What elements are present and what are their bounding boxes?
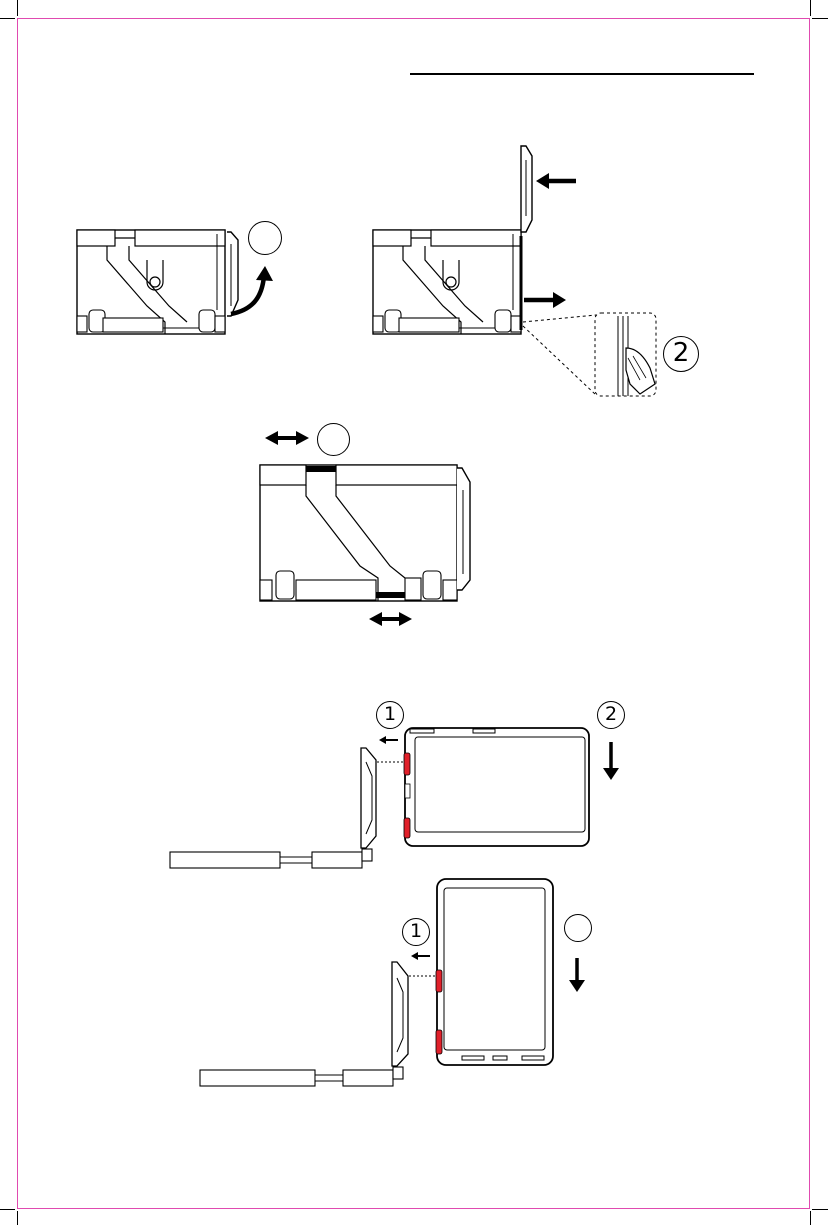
arrow-right-icon bbox=[524, 292, 566, 308]
clamp-arm-raised bbox=[521, 146, 532, 232]
double-arrow-icon bbox=[265, 431, 309, 445]
tablet-portrait bbox=[436, 879, 553, 1065]
double-arrow-icon bbox=[369, 612, 412, 626]
arrow-left-icon bbox=[411, 952, 430, 960]
bracket-folded-left bbox=[77, 230, 238, 334]
step-number-1: 1 bbox=[376, 701, 404, 729]
tablet-landscape bbox=[404, 728, 589, 846]
bracket-side-view-landscape bbox=[170, 748, 405, 868]
step-marker-blank bbox=[248, 221, 282, 255]
step-number-2: 2 bbox=[597, 701, 625, 729]
step-number-1: 1 bbox=[402, 918, 430, 946]
step-marker-blank bbox=[564, 914, 592, 942]
step-marker-blank bbox=[317, 423, 350, 456]
bracket-extended bbox=[260, 465, 470, 601]
bracket-folded-right bbox=[373, 230, 521, 334]
bracket-side-view-portrait bbox=[200, 962, 437, 1086]
arrow-left-icon bbox=[379, 736, 398, 744]
arrow-down-icon bbox=[603, 742, 619, 780]
arrow-left-icon bbox=[536, 173, 576, 189]
arrow-down-icon bbox=[569, 958, 585, 992]
step-number-2: 2 bbox=[663, 336, 699, 372]
